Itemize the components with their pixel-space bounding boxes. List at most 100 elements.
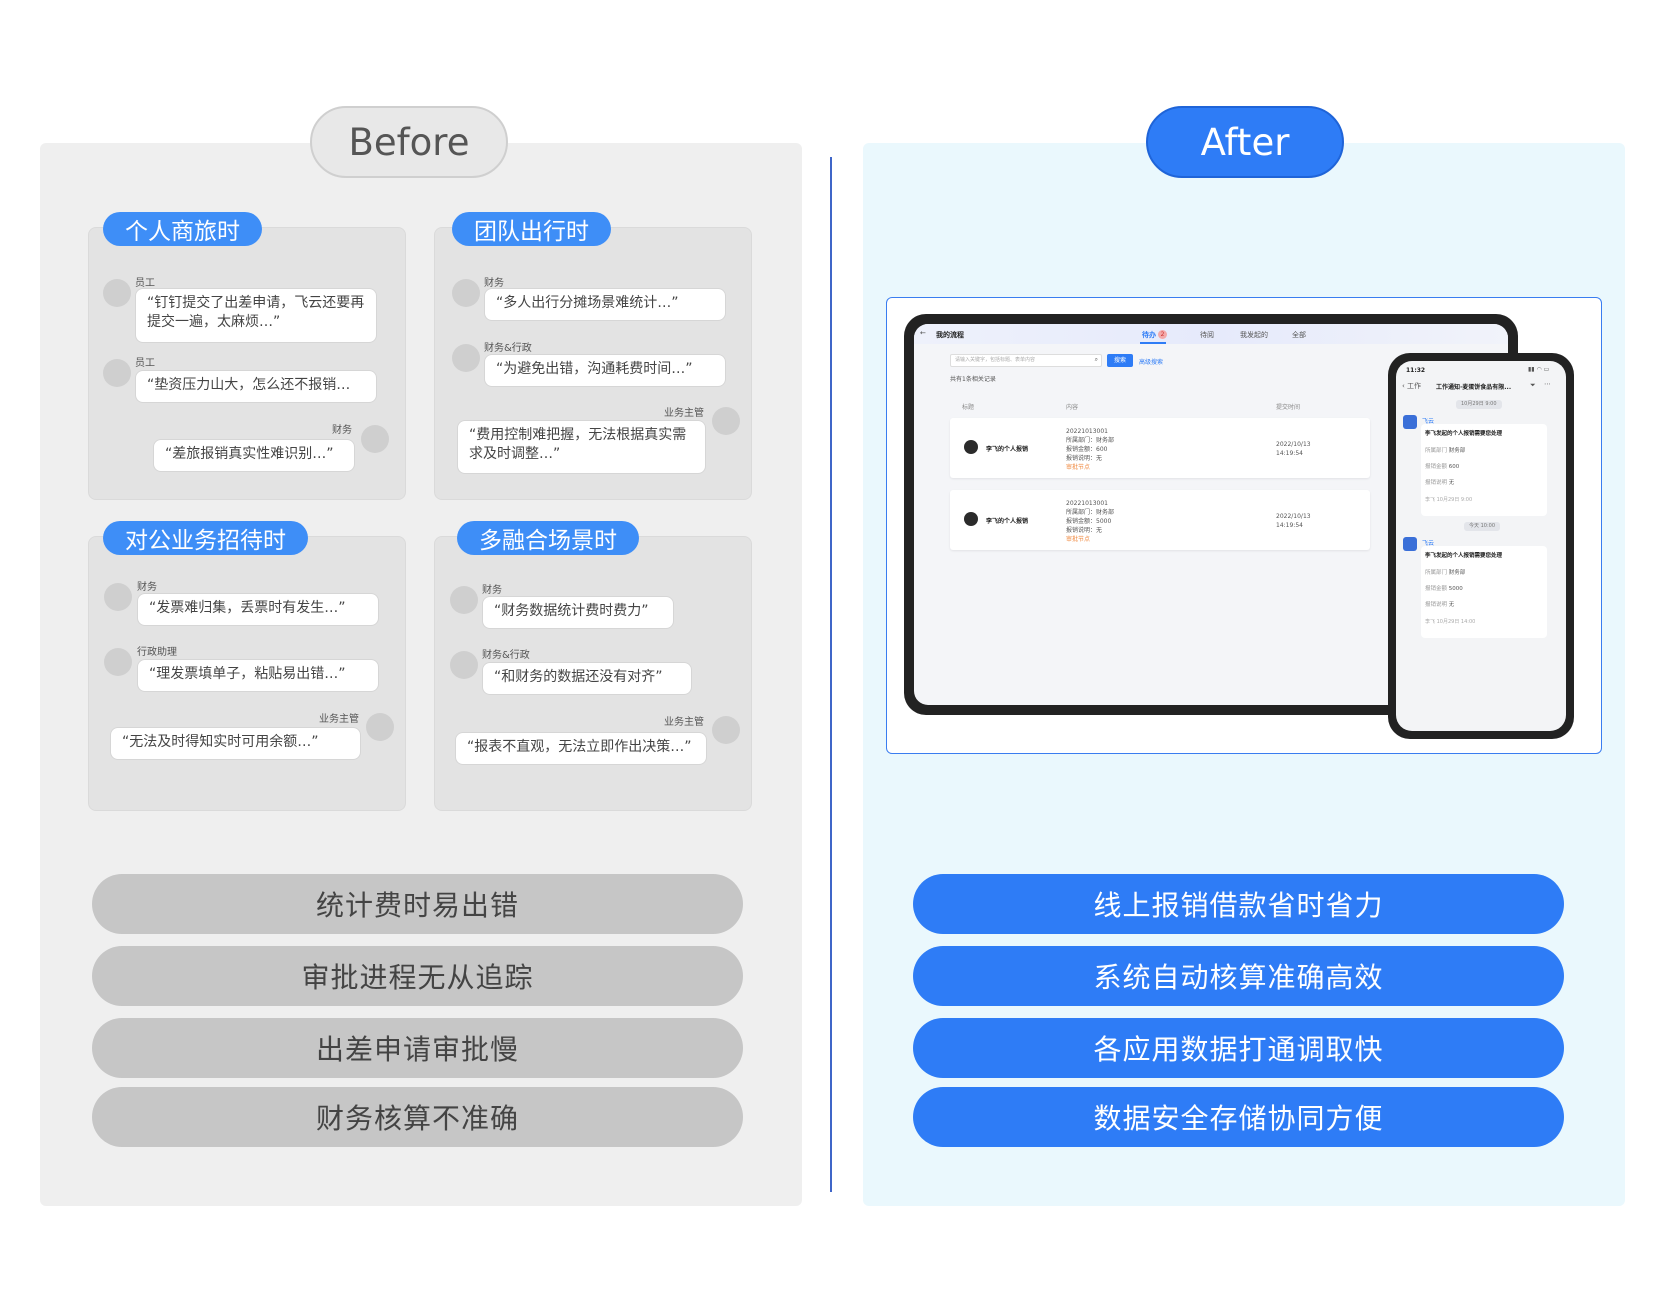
result-count: 共有1条相关记录: [950, 376, 996, 383]
benefit-pill: 数据安全存储协同方便: [913, 1087, 1564, 1147]
table-row[interactable]: 李飞的个人报销 20221013001 所属部门：财务部 报销金额：5000 报…: [950, 490, 1370, 550]
app-icon: [1403, 537, 1417, 551]
message-foot: 李飞 10月29日 14:00: [1425, 619, 1476, 625]
message-card[interactable]: 李飞发起的个人报销需要您处理 所属部门 财务部 报销金额 600 报销说明 无 …: [1421, 424, 1547, 516]
filter-icon[interactable]: ⏷: [1530, 381, 1536, 389]
benefit-pill: 各应用数据打通调取快: [913, 1018, 1564, 1078]
comment-role: 业务主管: [664, 408, 704, 419]
column-title: 标题: [962, 404, 975, 411]
message-title: 李飞发起的个人报销需要您处理: [1425, 553, 1503, 559]
row-content: 20221013001 所属部门：财务部 报销金额：600 报销说明：无 审批节…: [1066, 428, 1115, 471]
comment-bubble: “费用控制难把握，无法根据真实需求及时调整…”: [457, 420, 706, 474]
tablet-topbar: [914, 324, 1508, 344]
comment-bubble: “无法及时得知实时可用余额…”: [110, 727, 361, 760]
avatar: [452, 344, 480, 372]
scenario-tag: 多融合场景时: [457, 521, 639, 555]
avatar: [103, 359, 131, 387]
date-divider: 10月29日 9:00: [1456, 400, 1502, 409]
more-icon[interactable]: ⋯: [1544, 380, 1551, 388]
avatar: [964, 512, 978, 526]
benefit-pill: 系统自动核算准确高效: [913, 946, 1564, 1006]
comment-role: 财务: [482, 585, 502, 596]
avatar: [104, 583, 132, 611]
avatar: [450, 586, 478, 614]
app-icon: [1403, 415, 1417, 429]
avatar: [452, 279, 480, 307]
avatar: [712, 716, 740, 744]
nav-back-button[interactable]: ‹ 工作: [1402, 382, 1422, 390]
tab-pending[interactable]: 待办: [1142, 331, 1156, 339]
row-content: 20221013001 所属部门：财务部 报销金额：5000 报销说明：无 审批…: [1066, 500, 1115, 543]
tablet-title: 我的流程: [936, 331, 964, 339]
comment-role: 财务: [137, 582, 157, 593]
search-button[interactable]: 搜索: [1107, 354, 1133, 367]
problem-pill: 统计费时易出错: [92, 874, 743, 934]
avatar: [103, 279, 131, 307]
comment-bubble: “财务数据统计费时费力”: [482, 596, 674, 629]
scenario-tag: 对公业务招待时: [103, 521, 308, 555]
message-field: 报销说明 无: [1425, 480, 1455, 486]
comment-bubble: “钉钉提交了出差申请，飞云还要再提交一遍，太麻烦…”: [135, 288, 377, 343]
message-field: 所属部门 财务部: [1425, 448, 1466, 454]
before-header: Before: [310, 106, 508, 178]
phone-screen: 11:32 ▮▮ ◠ ▭ ‹ 工作 工作通知·麦蛋饼食品有限... ⏷ ⋯ 10…: [1396, 361, 1566, 731]
problem-pill: 出差申请审批慢: [92, 1018, 743, 1078]
tab-all[interactable]: 全部: [1292, 331, 1306, 339]
message-sender: 飞云: [1422, 540, 1435, 547]
tab-mine[interactable]: 我发起的: [1240, 331, 1268, 339]
status-icons: ▮▮ ◠ ▭: [1528, 366, 1550, 373]
scenario-tag: 个人商旅时: [103, 212, 262, 246]
comment-bubble: “差旅报销真实性难识别…”: [153, 439, 355, 472]
advanced-search-link[interactable]: 高级搜索: [1139, 359, 1164, 366]
search-input[interactable]: 请输入关键字，包括标题、表单内容 ⌕: [950, 354, 1102, 367]
comment-role: 行政助理: [137, 647, 177, 658]
row-time: 2022/10/13 14:19:54: [1276, 513, 1311, 529]
avatar: [712, 407, 740, 435]
message-field: 所属部门 财务部: [1425, 570, 1466, 576]
chevron-left-icon: ‹: [1402, 382, 1405, 390]
back-arrow-icon[interactable]: ←: [920, 329, 926, 337]
comment-role: 财务&行政: [484, 343, 532, 354]
comment-role: 财务: [484, 278, 504, 289]
benefit-pill: 线上报销借款省时省力: [913, 874, 1564, 934]
message-field: 报销金额 5000: [1425, 586, 1463, 592]
after-header: After: [1146, 106, 1344, 178]
search-placeholder: 请输入关键字，包括标题、表单内容: [955, 357, 1036, 363]
column-time: 提交时间: [1276, 404, 1301, 411]
status-time: 11:32: [1406, 367, 1426, 374]
scenario-tag: 团队出行时: [452, 212, 611, 246]
comment-role: 业务主管: [664, 717, 704, 728]
row-title: 李飞的个人报销: [986, 446, 1029, 453]
search-icon: ⌕: [1094, 356, 1098, 363]
tab-badge: 2: [1158, 330, 1167, 339]
comment-bubble: “理发票填单子，粘贴易出错…”: [137, 659, 379, 692]
comment-role: 员工: [135, 358, 155, 369]
problem-pill: 财务核算不准确: [92, 1087, 743, 1147]
avatar: [450, 651, 478, 679]
tab-underline: [1140, 342, 1166, 344]
tab-read[interactable]: 待阅: [1200, 331, 1214, 339]
message-foot: 李飞 10月29日 9:00: [1425, 497, 1473, 503]
comment-bubble: “垫资压力山大，怎么还不报销…: [135, 370, 377, 403]
problem-pill: 审批进程无从追踪: [92, 946, 743, 1006]
divider: [830, 157, 832, 1192]
column-content: 内容: [1066, 404, 1079, 411]
message-card[interactable]: 李飞发起的个人报销需要您处理 所属部门 财务部 报销金额 5000 报销说明 无…: [1421, 546, 1547, 638]
comment-bubble: “发票难归集，丢票时有发生…”: [137, 593, 379, 626]
avatar: [361, 425, 389, 453]
comment-bubble: “多人出行分摊场景难统计…”: [484, 288, 726, 321]
comment-bubble: “为避免出错，沟通耗费时间…”: [484, 354, 726, 387]
message-title: 李飞发起的个人报销需要您处理: [1425, 431, 1503, 437]
nav-title: 工作通知·麦蛋饼食品有限...: [1436, 384, 1512, 391]
avatar: [366, 713, 394, 741]
comment-bubble: “报表不直观，无法立即作出决策…”: [455, 732, 707, 765]
comment-role: 业务主管: [319, 714, 359, 725]
date-divider: 今天 10:00: [1464, 522, 1500, 531]
row-time: 2022/10/13 14:19:54: [1276, 441, 1311, 457]
message-sender: 飞云: [1422, 418, 1435, 425]
table-row[interactable]: 李飞的个人报销 20221013001 所属部门：财务部 报销金额：600 报销…: [950, 418, 1370, 478]
comment-role: 员工: [135, 278, 155, 289]
comment-role: 财务: [332, 425, 352, 436]
message-field: 报销金额 600: [1425, 464, 1460, 470]
avatar: [964, 440, 978, 454]
